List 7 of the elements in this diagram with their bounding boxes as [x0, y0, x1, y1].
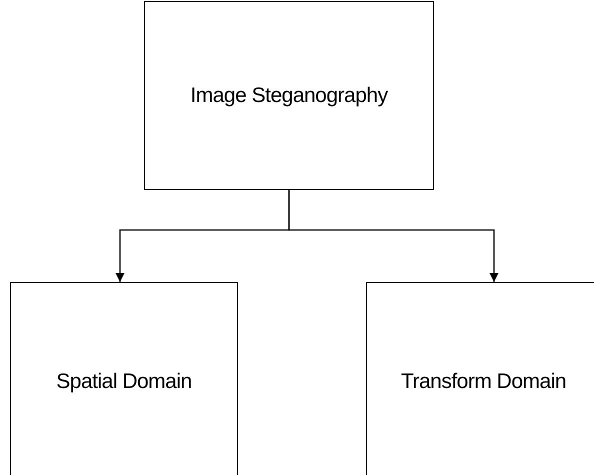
process-box — [10, 282, 238, 475]
box-label: Transform Domain — [400, 370, 566, 394]
box-label: Image Steganography — [190, 84, 388, 108]
process-box — [144, 1, 434, 190]
process-box — [366, 282, 594, 475]
connector-arrow — [288, 190, 498, 282]
box-label: Spatial Domain — [56, 370, 192, 394]
